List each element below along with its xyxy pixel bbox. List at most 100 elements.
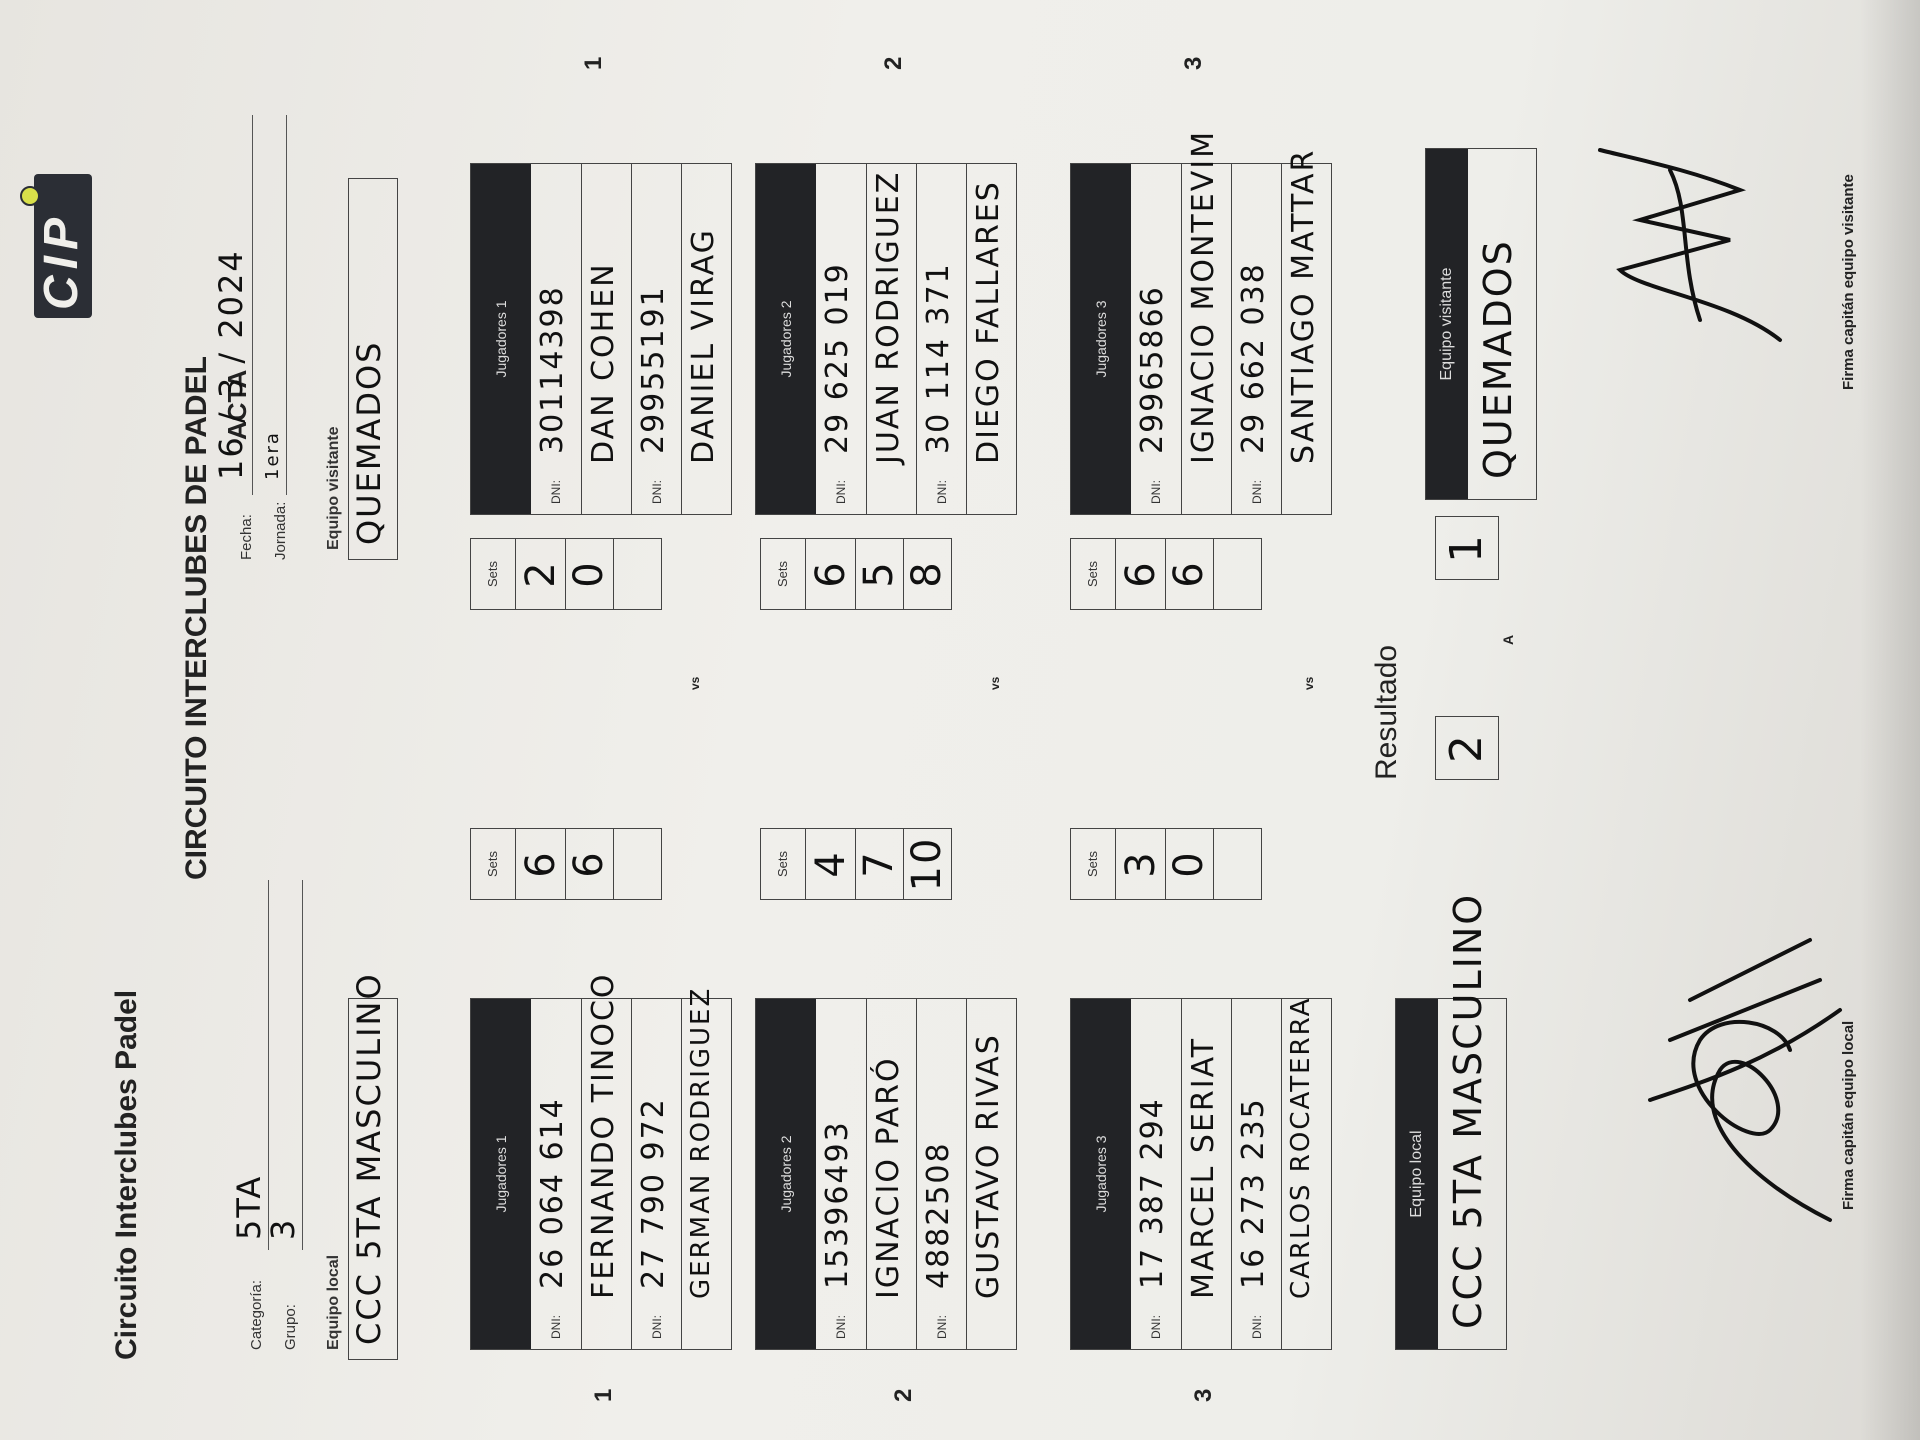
dni-label: DNI: <box>1250 1315 1264 1339</box>
result-local-score: 2 <box>1435 716 1499 780</box>
match-2-local-header: Jugadores 2 <box>756 999 816 1349</box>
match-3-visit-name2: SANTIAGO MATTAR <box>1286 148 1321 464</box>
match-2-visit-dni2: 30 114 371 <box>921 262 956 454</box>
match-3-visit-row-name1: IGNACIO MONTEVIM <box>1181 130 1232 514</box>
match-1-number: 1 <box>590 1388 617 1402</box>
dni-label: DNI: <box>549 480 563 504</box>
sets-header: Sets <box>761 539 806 609</box>
match-3-visit-card: Jugadores 3 DNI: 29965866 IGNACIO MONTEV… <box>1070 130 1332 515</box>
result-visit-score: 1 <box>1435 516 1499 580</box>
match-1-local-dni2: 27 790 972 <box>636 1097 671 1289</box>
match-2-local-dni1: 15396493 <box>820 1120 855 1289</box>
dni-label: DNI: <box>1149 1315 1163 1339</box>
match-2-visit-name2: DIEGO FALLARES <box>971 180 1006 464</box>
match-2-visit-set-2: 5 <box>855 539 904 609</box>
match-1-visit-name2: DANIEL VIRAG <box>686 228 721 464</box>
match-3-local-name1: MARCEL SERIAT <box>1186 1036 1221 1299</box>
match-3-local-sets: Sets 3 0 <box>1070 828 1262 900</box>
match-1-visit-row-name1: DAN COHEN <box>581 164 632 514</box>
match-1-local-sets: Sets 6 6 <box>470 828 662 900</box>
match-2-local-row-name2: GUSTAVO RIVAS <box>966 999 1017 1349</box>
org-title: Circuito Interclubes Padel <box>110 989 143 1360</box>
equipo-local-label: Equipo local <box>325 1254 342 1350</box>
local-signature-label: Firma capitán equipo local <box>1840 1020 1857 1210</box>
match-1-visit-set-2: 0 <box>565 539 614 609</box>
result-local-header: Equipo local <box>1396 999 1438 1349</box>
match-3-local-row-dni1: DNI: 17 387 294 <box>1131 999 1181 1349</box>
match-1-visit-name1: DAN COHEN <box>586 262 621 464</box>
match-2-number-right: 2 <box>880 56 907 70</box>
grupo-label: Grupo: <box>282 1304 299 1350</box>
grupo-line <box>302 880 303 1250</box>
match-2-vs: vs <box>988 676 1002 690</box>
match-1-visit-row-dni2: DNI: 29955191 <box>631 164 682 514</box>
match-2-local-row-name1: IGNACIO PARÓ <box>866 999 917 1349</box>
match-3-local-row-name1: MARCEL SERIAT <box>1181 999 1232 1349</box>
match-1-visit-row-name2: DANIEL VIRAG <box>681 164 732 514</box>
match-3-number: 3 <box>1190 1388 1217 1402</box>
fecha-label: Fecha: <box>238 514 255 560</box>
match-1-local-header: Jugadores 1 <box>471 999 531 1349</box>
match-1-visit-set-1: 2 <box>517 539 566 609</box>
match-2-local-dni2: 4882508 <box>921 1141 956 1289</box>
match-1-visit-set-3 <box>613 539 661 609</box>
match-2-local-name1: IGNACIO PARÓ <box>871 1056 906 1299</box>
categoria-value: 5TA <box>230 1174 268 1240</box>
match-2-local-set-1: 4 <box>807 829 856 899</box>
sets-header: Sets <box>471 829 516 899</box>
match-2-visit-name1: JUAN RODRIGUEZ <box>871 170 906 464</box>
match-3-local-dni2: 16 273 235 <box>1236 1097 1271 1289</box>
match-2-number: 2 <box>890 1388 917 1402</box>
match-2-local-row-dni2: DNI: 4882508 <box>916 999 967 1349</box>
match-2-visit-set-3: 8 <box>904 560 950 588</box>
dni-label: DNI: <box>549 1315 563 1339</box>
sets-header: Sets <box>1071 539 1116 609</box>
match-1-local-row-name1: FERNANDO TINOCO <box>581 973 632 1349</box>
sets-header: Sets <box>761 829 806 899</box>
match-1-vs: vs <box>688 676 702 690</box>
match-3-local-name2: CARLOS ROCATERRA <box>1286 996 1316 1299</box>
match-3-visit-dni1: 29965866 <box>1135 285 1170 454</box>
match-3-visit-name1: IGNACIO MONTEVIM <box>1186 130 1221 464</box>
match-1-visit-card: Jugadores 1 DNI: 30114398 DAN COHEN DNI:… <box>470 163 732 515</box>
match-3-visit-row-dni2: DNI: 29 662 038 <box>1231 164 1282 514</box>
match-3-local-row-name2: CARLOS ROCATERRA <box>1281 996 1332 1349</box>
match-3-vs: vs <box>1302 676 1316 690</box>
match-3-local-set-2: 0 <box>1165 829 1214 899</box>
fecha-line <box>252 115 253 495</box>
match-2-local-name2: GUSTAVO RIVAS <box>971 1033 1006 1299</box>
match-2-visit-row-name1: JUAN RODRIGUEZ <box>866 164 917 514</box>
match-2-local-sets: Sets 4 7 10 <box>760 828 952 900</box>
match-3-visit-row-dni1: DNI: 29965866 <box>1131 164 1181 514</box>
visit-captain-signature <box>1598 148 1782 342</box>
match-1-visit-row-dni1: DNI: 30114398 <box>531 164 581 514</box>
match-1-local-row-dni1: DNI: 26 064 614 <box>531 999 581 1349</box>
match-1-local-row-dni2: DNI: 27 790 972 <box>631 999 682 1349</box>
match-3-visit-sets: Sets 6 6 <box>1070 538 1262 610</box>
match-1-number-right: 1 <box>580 56 607 70</box>
match-3-local-set-3 <box>1213 829 1261 899</box>
match-3-number-right: 3 <box>1180 56 1207 70</box>
jornada-label: Jornada: <box>272 501 289 560</box>
match-2-visit-row-dni2: DNI: 30 114 371 <box>916 164 967 514</box>
dni-label: DNI: <box>650 480 664 504</box>
fecha-value: 16 / 3 / 2024 <box>212 249 250 480</box>
match-3-visit-set-1: 6 <box>1117 539 1166 609</box>
jornada-line <box>286 115 287 495</box>
dni-label: DNI: <box>1149 480 1163 504</box>
dni-label: DNI: <box>1250 480 1264 504</box>
equipo-visitante-label: Equipo visitante <box>325 426 342 550</box>
dni-label: DNI: <box>834 480 848 504</box>
jornada-value: 1era <box>262 431 283 480</box>
page-shadow <box>1860 0 1920 1440</box>
dni-label: DNI: <box>834 1315 848 1339</box>
cip-logo-text: CIP <box>35 211 88 310</box>
match-3-visit-header: Jugadores 3 <box>1071 164 1131 514</box>
result-visit-box: Equipo visitante QUEMADOS <box>1425 148 1537 500</box>
match-3-visit-set-2: 6 <box>1165 539 1214 609</box>
match-1-local-set-2: 6 <box>565 829 614 899</box>
result-visit-header: Equipo visitante <box>1426 149 1468 499</box>
match-1-visit-dni2: 29955191 <box>636 285 671 454</box>
